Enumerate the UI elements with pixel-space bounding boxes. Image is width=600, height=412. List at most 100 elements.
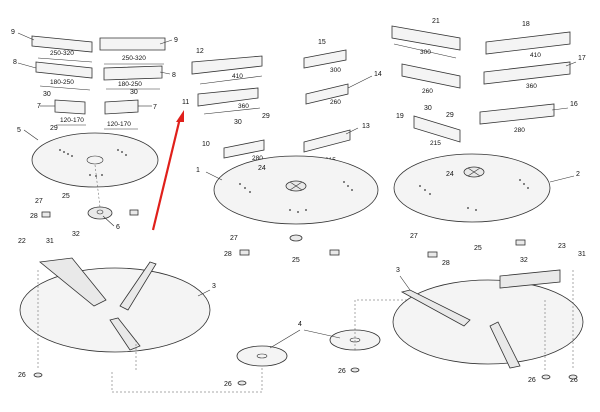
vane-arm-2 — [109, 317, 141, 351]
callout-18: 18 — [522, 21, 530, 28]
bottom-left-disc — [19, 257, 211, 372]
vane-19: 215 — [413, 115, 461, 147]
dim-label: 300 — [420, 49, 431, 56]
callout-17: 17 — [578, 55, 586, 62]
vane-15: 300 — [303, 49, 347, 74]
callout-3b: 3 — [396, 267, 400, 274]
callout-19: 19 — [396, 113, 404, 120]
disc-1-holes — [239, 181, 353, 213]
callout-28: 28 — [30, 213, 38, 220]
leader-lines-left-top — [17, 32, 173, 227]
callout-1: 1 — [196, 167, 200, 174]
disc-hub — [87, 206, 113, 220]
callout-24b: 24 — [446, 171, 454, 178]
dim-label: 180-250 — [118, 81, 142, 88]
dim-label: 280 — [514, 127, 525, 134]
vane-18: 410 — [485, 31, 571, 59]
vane-17: 360 — [483, 61, 571, 90]
callout-5: 5 — [17, 127, 21, 134]
vane-arm-3 — [400, 289, 471, 327]
callout-11: 11 — [182, 99, 189, 106]
disc-holes — [59, 149, 127, 177]
callout-30c: 30 — [234, 119, 242, 126]
dim-label: 410 — [530, 52, 541, 59]
callout-8b: 8 — [172, 72, 176, 79]
callout-26e: 26 — [570, 377, 578, 384]
bracket-22 — [39, 257, 107, 307]
callout-32b: 32 — [520, 257, 528, 264]
callout-31: 31 — [46, 238, 54, 245]
vane-10: 280 — [223, 139, 265, 162]
dim-label: 280 — [252, 155, 263, 162]
callout-10: 10 — [202, 141, 210, 148]
callout-4: 4 — [298, 321, 302, 328]
callout-3: 3 — [212, 283, 216, 290]
callout-25c: 25 — [474, 245, 482, 252]
middle-disc-assembly: 410 360 300 260 280 215 — [191, 49, 379, 256]
dim-label: 250-320 — [50, 50, 74, 57]
callout-27: 27 — [35, 198, 43, 205]
callout-8: 8 — [13, 59, 17, 66]
plate-4-left — [236, 345, 288, 367]
callout-30b: 30 — [130, 89, 138, 96]
callout-28c: 28 — [442, 260, 450, 267]
callout-32: 32 — [72, 231, 80, 238]
callout-29b: 29 — [262, 113, 270, 120]
dim-label: 250-320 — [122, 55, 146, 62]
vane-21: 300 — [391, 25, 461, 59]
dim-label: 260 — [330, 99, 341, 106]
highlight-arrow — [151, 110, 184, 231]
dim-label: 120-170 — [60, 117, 84, 124]
dim-label: 300 — [330, 67, 341, 74]
callout-27c: 27 — [410, 233, 418, 240]
dim-label: 215 — [430, 140, 441, 147]
callout-31b: 31 — [578, 251, 586, 258]
dim-label: 360 — [526, 83, 537, 90]
callout-26b: 26 — [224, 381, 232, 388]
spreader-disc-3-left — [19, 267, 211, 353]
right-disc-assembly: 300 260 410 360 280 215 — [391, 25, 571, 258]
callout-9: 9 — [11, 29, 15, 36]
vane-14: 260 — [305, 83, 349, 106]
dim-label: 180-250 — [50, 79, 74, 86]
callout-15: 15 — [318, 39, 326, 46]
vane-20: 260 — [401, 63, 461, 95]
vane-9-right: 250-320 — [99, 37, 166, 65]
callout-13: 13 — [362, 123, 370, 130]
callout-27b: 27 — [230, 235, 238, 242]
vane-11: 360 — [197, 87, 261, 115]
left-disc-assembly: 250-320 250-320 180-250 180-250 120-170 — [31, 35, 166, 220]
vane-9-left: 250-320 — [31, 35, 93, 63]
callout-22: 22 — [18, 238, 26, 245]
vane-12: 410 — [191, 55, 263, 85]
bracket-23 — [499, 269, 561, 289]
callout-30: 30 — [43, 91, 51, 98]
vane-8-right: 180-250 — [103, 65, 163, 90]
callout-28b: 28 — [224, 251, 232, 258]
callout-12: 12 — [196, 48, 204, 55]
callout-26c: 26 — [338, 368, 346, 375]
callout-29: 29 — [50, 125, 58, 132]
spreader-disc-3-right — [392, 279, 584, 365]
callout-29c: 29 — [446, 112, 454, 119]
dim-label: 120-170 — [107, 121, 131, 128]
callout-24: 24 — [258, 165, 266, 172]
callout-25b: 25 — [292, 257, 300, 264]
dim-label: 360 — [238, 103, 249, 110]
vane-7-right: 120-170 — [104, 99, 139, 130]
callout-9b: 9 — [174, 37, 178, 44]
callout-21: 21 — [432, 18, 440, 25]
vane-arm-4 — [489, 321, 521, 369]
vane-8-left: 180-250 — [35, 61, 93, 91]
vane-16: 280 — [479, 103, 555, 134]
callout-26d: 26 — [528, 377, 536, 384]
callout-30d: 30 — [424, 105, 432, 112]
dim-label: 260 — [422, 88, 433, 95]
callout-14: 14 — [374, 71, 382, 78]
callout-7: 7 — [37, 103, 41, 110]
vane-arm — [119, 261, 157, 311]
callout-7b: 7 — [153, 104, 157, 111]
bottom-center-plates — [111, 299, 470, 393]
